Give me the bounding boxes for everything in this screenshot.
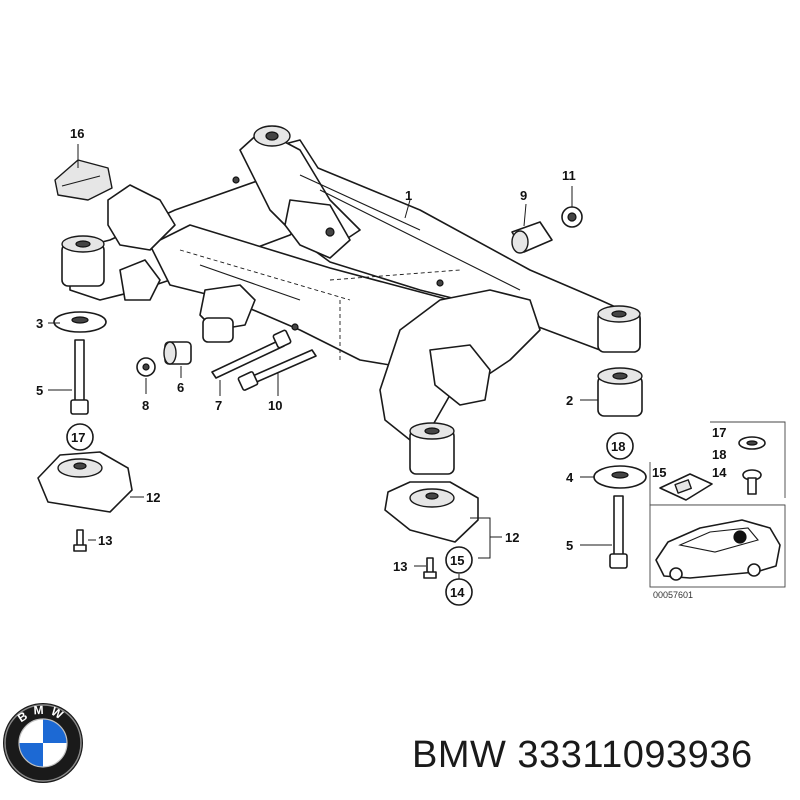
- inset-label-15: 15: [652, 465, 666, 480]
- rear-axle-subframe: [69, 125, 641, 441]
- callout-16: 16: [70, 126, 84, 141]
- callout-8: 8: [142, 398, 149, 413]
- leader-lines: [48, 144, 612, 580]
- diagram-number: 00057601: [653, 590, 693, 600]
- callout-10: 10: [268, 398, 282, 413]
- circled-callouts: [66, 423, 634, 606]
- callout-18: 18: [611, 439, 625, 454]
- inset-label-18: 18: [712, 447, 726, 462]
- callout-5-left: 5: [36, 383, 43, 398]
- location-marker: [733, 530, 747, 544]
- inset-label-14: 14: [712, 465, 727, 480]
- callout-13-center: 13: [393, 559, 407, 574]
- callout-17: 17: [71, 430, 85, 445]
- callout-12-left: 12: [146, 490, 160, 505]
- callout-3: 3: [36, 316, 43, 331]
- callout-2: 2: [566, 393, 573, 408]
- inset-detail: 17 18 14 15 00057601: [649, 421, 786, 600]
- right-mount-stack: [593, 305, 647, 569]
- callout-7: 7: [215, 398, 222, 413]
- left-mount-stack: [37, 159, 133, 552]
- callout-6: 6: [177, 380, 184, 395]
- callout-11: 11: [562, 168, 576, 183]
- callout-9: 9: [520, 188, 527, 203]
- callout-labels: 16 1 9 11 3 5 8 6 7 10 2 17 18 4 12 13 1…: [36, 126, 625, 600]
- callout-15: 15: [450, 553, 464, 568]
- center-hardware: [136, 206, 583, 391]
- callout-12-center: 12: [505, 530, 519, 545]
- bmw-logo: BMW: [3, 703, 83, 783]
- callout-1: 1: [405, 188, 412, 203]
- callout-14: 14: [450, 585, 465, 600]
- inset-label-17: 17: [712, 425, 726, 440]
- callout-5-right: 5: [566, 538, 573, 553]
- center-mount-stack: [384, 422, 479, 579]
- callout-4: 4: [566, 470, 574, 485]
- callout-13-left: 13: [98, 533, 112, 548]
- part-number-caption: BMW 33311093936: [412, 734, 753, 776]
